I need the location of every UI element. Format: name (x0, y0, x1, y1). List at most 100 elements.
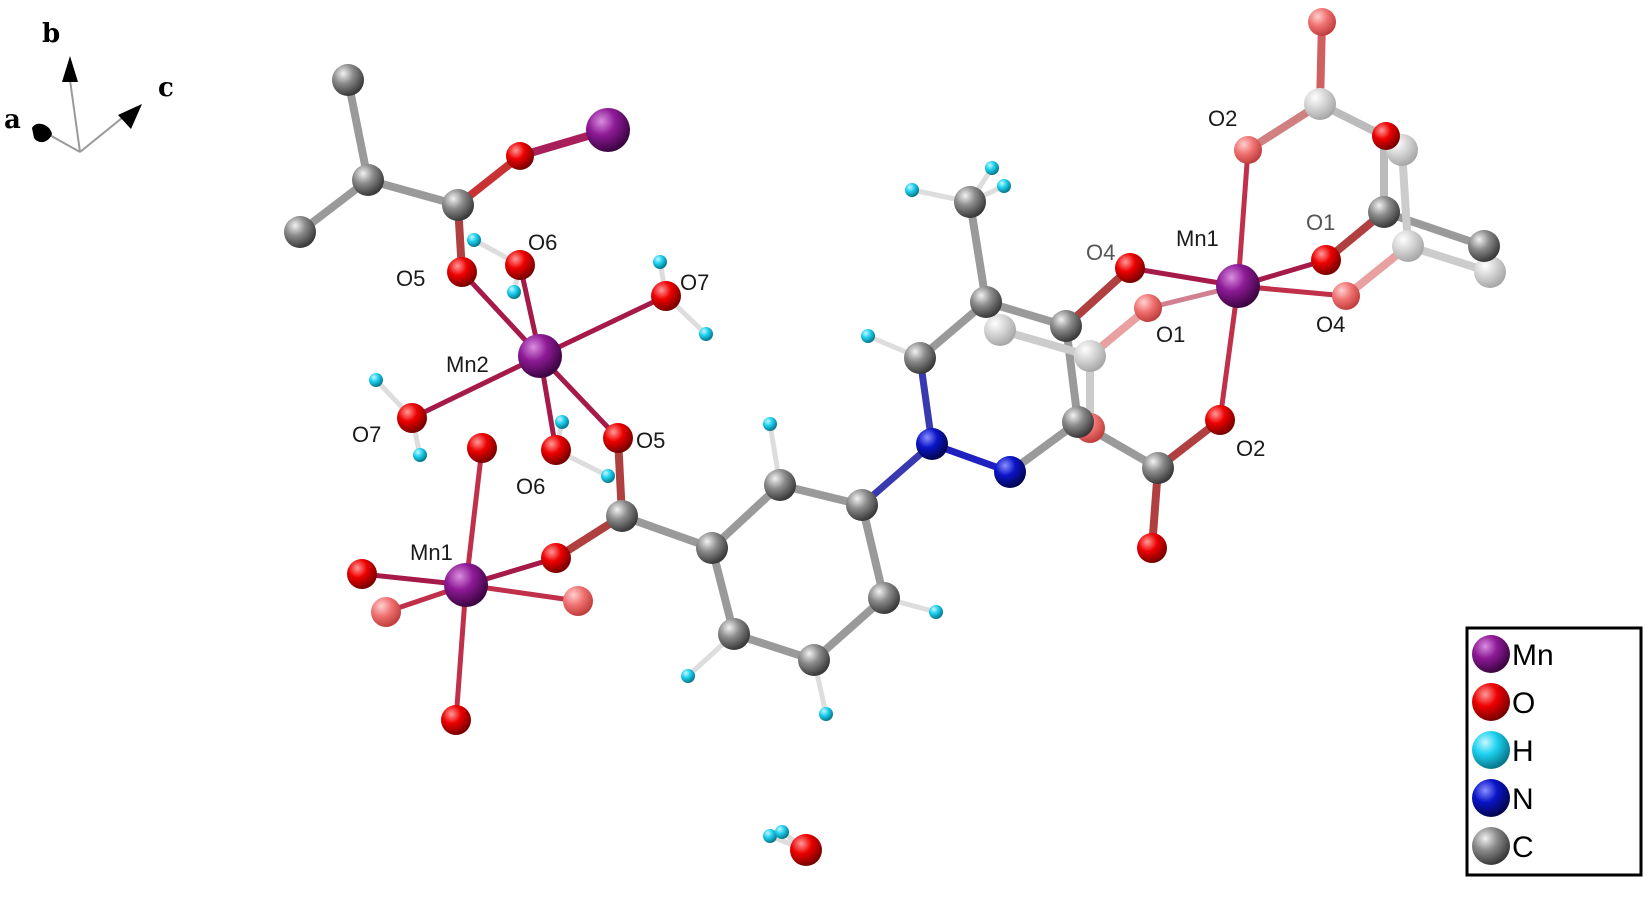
atom-n (916, 428, 948, 460)
atom-o (541, 543, 571, 573)
atom-o-faded (563, 586, 593, 616)
atom-mn2 (518, 334, 562, 378)
atom-h (763, 829, 777, 843)
atom-c-faded (1074, 340, 1106, 372)
atom-o5 (447, 257, 477, 287)
legend-item-mn: Mn (1472, 635, 1554, 673)
atom-c (718, 618, 750, 650)
atom-o1 (1311, 245, 1341, 275)
label-mn1-right: Mn1 (1176, 226, 1219, 251)
atom-c (352, 164, 384, 196)
label-o7-right: O7 (680, 270, 709, 295)
atom-o4-faded (1332, 282, 1360, 310)
atom-labels: Mn2 Mn1 Mn1 O5 O6 O7 O7 O5 O6 O2 O1 O4 O… (352, 106, 1345, 565)
axis-b-line (69, 79, 81, 153)
axis-b-arrow-icon (62, 56, 78, 82)
atom-c (970, 286, 1002, 318)
atom-c (1368, 196, 1400, 228)
atom-h (763, 417, 777, 431)
label-o1-bottom: O1 (1156, 322, 1185, 347)
atom-h (905, 183, 919, 197)
atom-h (555, 415, 569, 429)
label-o4-left: O4 (1086, 240, 1115, 265)
axis-a-line (45, 132, 81, 153)
atom-h (775, 825, 789, 839)
axis-a-label: a (4, 105, 21, 135)
atom-o-faded (1308, 8, 1336, 36)
atom-o5 (603, 423, 633, 453)
axis-c-arrow-icon (118, 104, 142, 129)
legend-label-c: C (1512, 831, 1534, 864)
atom-c-faded (984, 314, 1016, 346)
legend-swatch-h (1472, 731, 1510, 769)
atom-h (819, 707, 833, 721)
atom-h (861, 329, 875, 343)
legend-label-n: N (1512, 783, 1534, 816)
label-o5-bottom: O5 (636, 428, 665, 453)
legend-swatch-mn (1472, 635, 1510, 673)
atom-o-water (790, 834, 822, 866)
atom-mn (586, 108, 630, 152)
label-o2-bottom: O2 (1236, 436, 1265, 461)
atom-o6 (541, 435, 571, 465)
legend-swatch-o (1472, 683, 1510, 721)
legend-item-n: N (1472, 779, 1534, 817)
atom-c (846, 489, 878, 521)
atom-c (284, 216, 316, 248)
atom-c (954, 186, 986, 218)
legend-item-c: C (1472, 827, 1534, 865)
atom-c (1050, 310, 1082, 342)
atom-o2 (1205, 405, 1235, 435)
atom-c (696, 532, 728, 564)
atom-c (1062, 406, 1094, 438)
atom-o (441, 705, 471, 735)
label-mn2: Mn2 (446, 352, 489, 377)
atom-c (606, 500, 638, 532)
atom-h (681, 669, 695, 683)
atom-h (699, 327, 713, 341)
atom-o (506, 142, 534, 170)
axis-c-label: c (158, 73, 174, 103)
label-o7-left: O7 (352, 422, 381, 447)
axis-c-line (79, 117, 123, 153)
atom-h (601, 469, 615, 483)
atom-c-faded (1392, 230, 1424, 262)
atom-o (467, 433, 497, 463)
atom-c (868, 582, 900, 614)
legend-label-h: H (1512, 735, 1534, 768)
atom-c (764, 469, 796, 501)
atom-c-faded (1474, 256, 1506, 288)
atom-c-faded (1304, 88, 1336, 120)
label-o1-top: O1 (1306, 210, 1335, 235)
label-o2-top: O2 (1208, 106, 1237, 131)
atom-h (467, 233, 481, 247)
atom-o (1372, 122, 1400, 150)
atom-mn1-left (444, 563, 488, 607)
atom-h (997, 179, 1011, 193)
label-mn1-left: Mn1 (410, 540, 453, 565)
atom-c (442, 189, 474, 221)
atom-o2-faded (1234, 136, 1262, 164)
atom-o (347, 559, 377, 589)
atom-o (1137, 533, 1167, 563)
atom-h (929, 605, 943, 619)
label-o4-right: O4 (1316, 312, 1345, 337)
axes-indicator: b c a (4, 19, 174, 153)
atom-n (994, 456, 1026, 488)
label-o6-bottom: O6 (516, 474, 545, 499)
atom-h (985, 161, 999, 175)
atom-c (332, 64, 364, 96)
atom-h (507, 285, 521, 299)
legend-label-mn: Mn (1512, 639, 1554, 672)
atom-c (1142, 452, 1174, 484)
legend-swatch-c (1472, 827, 1510, 865)
atoms (284, 8, 1506, 866)
legend-item-h: H (1472, 731, 1534, 769)
legend-item-o: O (1472, 683, 1535, 721)
atom-h (653, 255, 667, 269)
atom-o7 (651, 281, 681, 311)
label-o5-top: O5 (396, 266, 425, 291)
atom-c (1468, 230, 1500, 262)
